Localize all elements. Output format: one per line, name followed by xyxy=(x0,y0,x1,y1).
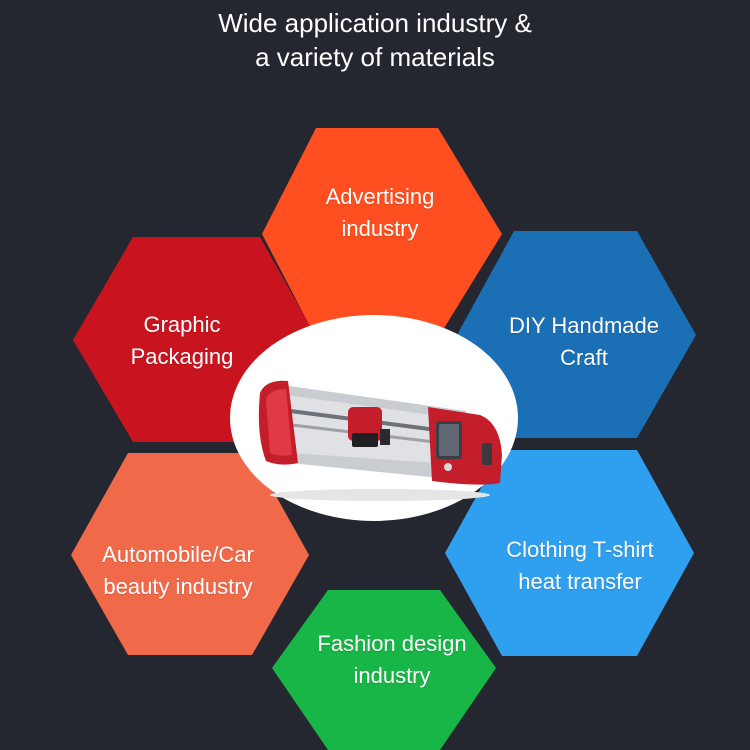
label-advertising: Advertising industry xyxy=(325,184,435,241)
page-title: Wide application industry & a variety of… xyxy=(0,6,750,74)
product-circle xyxy=(230,315,518,521)
hex-automobile xyxy=(71,453,309,655)
hex-diy-handmade xyxy=(457,231,696,438)
hex-advertising xyxy=(262,128,502,338)
cutting-plotter-icon xyxy=(258,380,502,501)
label-clothing: Clothing T-shirt heat transfer xyxy=(506,537,654,594)
label-graphic-packaging: Graphic Packaging xyxy=(130,312,234,369)
hex-fashion xyxy=(272,590,496,750)
label-fashion: Fashion design industry xyxy=(317,631,467,688)
label-automobile: Automobile/Car beauty industry xyxy=(102,542,254,599)
title-line-2: a variety of materials xyxy=(255,42,495,72)
title-line-1: Wide application industry & xyxy=(218,8,532,38)
label-diy-handmade: DIY Handmade Craft xyxy=(508,313,659,370)
hex-clothing xyxy=(445,450,694,656)
